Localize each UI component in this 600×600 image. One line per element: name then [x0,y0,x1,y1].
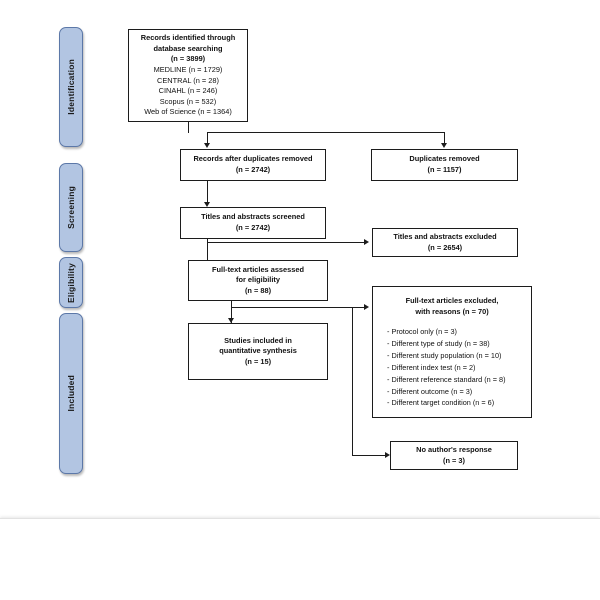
fulltext-assessed-line2: for eligibility [236,275,280,285]
connector-afterdup-to-screened [207,181,208,203]
arrow-identified-to-afterdup [203,143,210,148]
no-author-response-line1: No author's response [416,444,492,454]
connector-identified-to-afterdup [207,132,208,144]
publisher-footer: PLOS [0,518,600,600]
records-after-duplicates-line2: (n = 2742) [235,165,271,174]
reason-different-index-test: - Different index test (n = 2) [387,362,476,372]
records-identified-source-cinahl: CINAHL (n = 246) [158,86,218,96]
stage-eligibility: Eligibility [59,257,83,308]
no-author-response-line2: (n = 3) [443,455,465,465]
connector-screened-stem [207,239,208,272]
box-fulltext-excluded: Full-text articles excluded, with reason… [372,286,532,418]
connector-fulltext-to-reasons [231,307,364,308]
box-records-identified: Records identified through database sear… [128,29,248,122]
fulltext-assessed-line3: (n = 88) [244,285,272,295]
connector-identified-stem [188,122,189,133]
box-no-author-response: No author's response (n = 3) [390,441,518,470]
stage-identification: Identification [59,27,83,147]
reason-protocol-only: - Protocol only (n = 3) [387,327,457,337]
records-identified-source-medline: MEDLINE (n = 1729) [153,64,223,74]
records-identified-line1: Records identified through [140,33,236,43]
fulltext-excluded-reason-list: - Protocol only (n = 3) - Different type… [380,326,506,409]
reason-different-study-population: - Different study population (n = 10) [387,351,502,361]
records-identified-source-wos: Web of Science (n = 1364) [144,107,232,117]
connector-identified-to-duplicates [444,132,445,144]
arrow-fulltext-to-studies [227,318,234,323]
box-titles-excluded: Titles and abstracts excluded (n = 2654) [372,228,518,257]
studies-included-line1: Studies included in [224,335,292,345]
connector-identified-split [207,132,445,133]
box-fulltext-assessed: Full-text articles assessed for eligibil… [188,260,328,301]
arrow-afterdup-to-screened [203,202,210,207]
box-duplicates-removed: Duplicates removed (n = 1157) [371,149,518,181]
arrow-branch-to-no-response [385,451,390,458]
records-identified-line2: database searching [153,43,223,53]
stage-screening: Screening [59,163,83,252]
arrow-identified-to-duplicates [440,143,447,148]
fulltext-excluded-line2: with reasons (n = 70) [415,306,489,316]
box-records-after-duplicates: Records after duplicates removed (n = 27… [180,149,326,181]
duplicates-removed-line1: Duplicates removed [409,154,480,164]
records-identified-source-central: CENTRAL (n = 28) [157,75,219,85]
titles-screened-line1: Titles and abstracts screened [201,212,305,222]
arrow-screened-to-excluded [364,238,369,245]
records-identified-line3: (n = 3899) [170,54,206,64]
titles-screened-line2: (n = 2742) [235,223,271,232]
fulltext-assessed-line1: Full-text articles assessed [211,264,305,274]
stage-included-label: Included [66,375,76,412]
titles-excluded-line2: (n = 2654) [427,242,463,252]
box-studies-included: Studies included in quantitative synthes… [188,323,328,380]
records-after-duplicates-line1: Records after duplicates removed [193,154,313,164]
duplicates-removed-line2: (n = 1157) [427,165,462,174]
connector-branch-to-no-response [352,455,385,456]
connector-reasons-branch-vertical [352,307,353,455]
prisma-diagram: Identification Screening Eligibility Inc… [59,27,532,474]
stage-screening-label: Screening [66,186,76,229]
stage-included: Included [59,313,83,474]
reason-different-reference-standard: - Different reference standard (n = 8) [387,374,506,384]
titles-excluded-line1: Titles and abstracts excluded [393,231,497,241]
stage-identification-label: Identification [66,59,76,115]
studies-included-line3: (n = 15) [244,356,272,366]
reason-different-target-condition: - Different target condition (n = 6) [387,398,495,408]
arrow-fulltext-to-reasons [364,303,369,310]
fulltext-excluded-line1: Full-text articles excluded, [405,296,499,305]
reason-different-outcome: - Different outcome (n = 3) [387,386,473,396]
reason-different-type-of-study: - Different type of study (n = 38) [387,339,490,349]
box-titles-screened: Titles and abstracts screened (n = 2742) [180,207,326,239]
records-identified-source-scopus: Scopus (n = 532) [159,96,217,106]
studies-included-line2: quantitative synthesis [219,346,297,356]
stage-eligibility-label: Eligibility [66,262,76,303]
connector-screened-to-excluded [207,242,364,243]
connector-fulltext-stem [231,301,232,325]
